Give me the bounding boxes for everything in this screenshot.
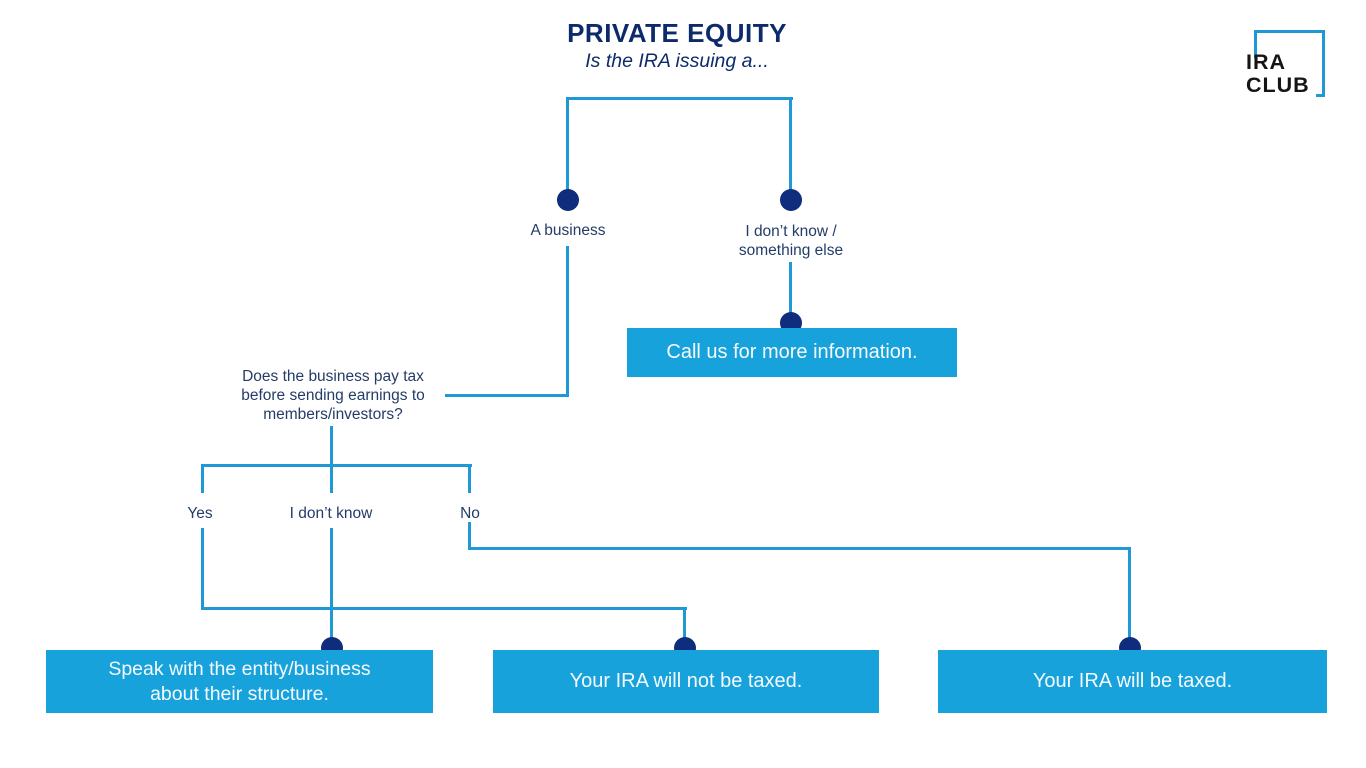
- page-subtitle: Is the IRA issuing a...: [585, 50, 769, 72]
- answer-dont-know: I don’t know: [289, 505, 373, 522]
- connector-root-right: [789, 97, 792, 190]
- option-a-business: A business: [530, 222, 606, 239]
- connector-business-down: [566, 246, 569, 397]
- logo-frame-bottom: [1316, 94, 1325, 97]
- connector-no-across: [468, 547, 1131, 550]
- connector-stub-yes: [201, 464, 204, 493]
- logo-frame-right: [1322, 30, 1325, 97]
- connector-root-left: [566, 97, 569, 190]
- result-box-call-us: Call us for more information.: [627, 328, 957, 377]
- answer-yes: Yes: [187, 505, 213, 522]
- connector-not-taxed-down: [683, 607, 686, 648]
- connector-stub-unknown: [330, 464, 333, 493]
- ira-club-logo: IRA CLUB: [1246, 50, 1310, 97]
- option-dont-know: I don’t know / something else: [738, 223, 844, 259]
- connector-stub-no: [468, 464, 471, 493]
- connector-yes-across: [201, 607, 687, 610]
- result-box-speak-with-entity: Speak with the entity/business about the…: [46, 650, 433, 713]
- answer-no: No: [460, 505, 480, 522]
- connector-business-elbow: [445, 394, 569, 397]
- logo-frame-left: [1254, 30, 1257, 58]
- connector-no-down: [468, 522, 471, 550]
- logo-frame-top: [1254, 30, 1325, 33]
- connector-answers-bracket: [201, 464, 472, 467]
- connector-root-bracket: [566, 97, 793, 100]
- question-pay-tax: Does the business pay tax before sending…: [241, 368, 425, 423]
- result-box-taxed: Your IRA will be taxed.: [938, 650, 1327, 713]
- node-dot-unknown: [780, 189, 802, 211]
- page-title: PRIVATE EQUITY: [567, 18, 787, 48]
- connector-unknown-down: [789, 262, 792, 324]
- connector-taxed-down: [1128, 547, 1131, 648]
- connector-question-down: [330, 426, 333, 467]
- result-box-not-taxed: Your IRA will not be taxed.: [493, 650, 879, 713]
- connector-unknown2-down: [330, 528, 333, 648]
- connector-yes-down: [201, 528, 204, 610]
- node-dot-business: [557, 189, 579, 211]
